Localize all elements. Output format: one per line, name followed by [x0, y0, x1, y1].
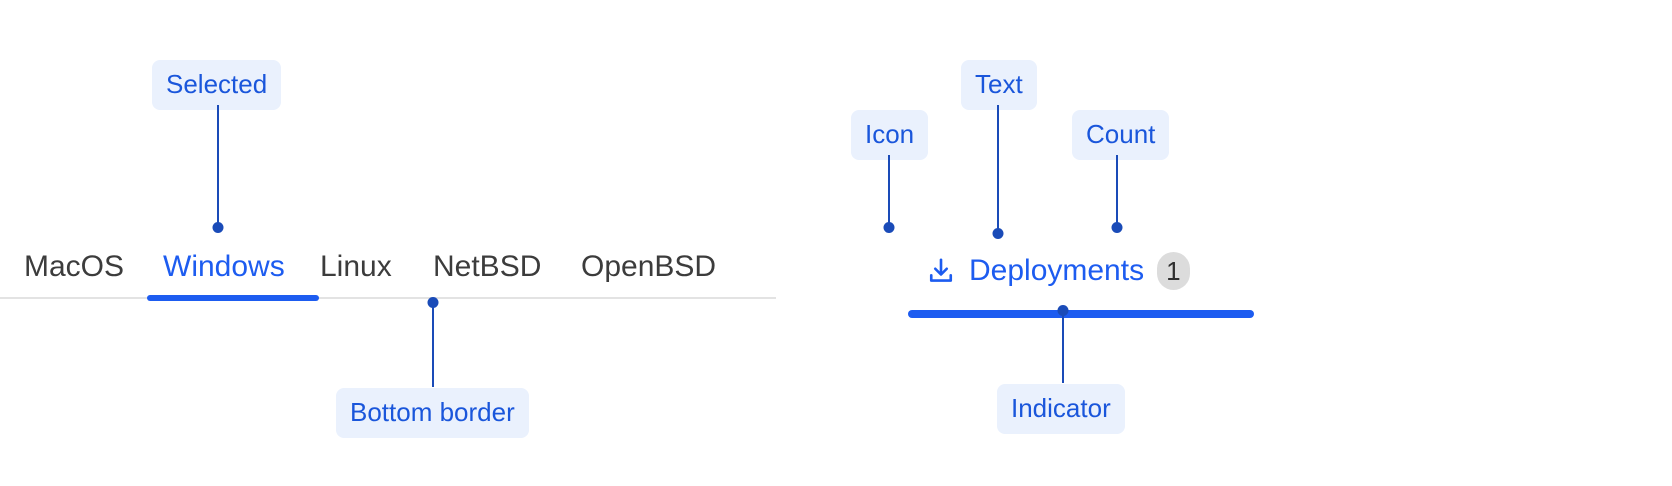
tab-deployments-label: Deployments	[969, 254, 1145, 287]
callout-selected: Selected	[152, 60, 282, 110]
connector-bottom-border	[432, 303, 434, 387]
sample-tab-example: Deployments 1	[908, 245, 1254, 325]
tab-macos[interactable]: MacOS	[24, 245, 124, 289]
callout-indicator-label: Indicator	[1011, 393, 1111, 423]
callout-text-label: Text	[975, 69, 1023, 99]
connector-icon	[888, 155, 890, 227]
callout-bottom-border: Bottom border	[336, 388, 529, 438]
connector-selected	[217, 105, 219, 227]
connector-indicator	[1062, 311, 1064, 383]
download-icon	[926, 256, 956, 286]
tabstrip-example: MacOS Windows Linux NetBSD OpenBSD	[0, 245, 776, 301]
tab-linux[interactable]: Linux	[320, 245, 392, 289]
callout-icon-label: Icon	[865, 119, 915, 149]
callout-icon: Icon	[851, 110, 929, 160]
callout-text: Text	[961, 60, 1037, 110]
tab-netbsd[interactable]: NetBSD	[433, 245, 541, 289]
callout-indicator: Indicator	[997, 384, 1125, 434]
connector-dot-count	[1111, 222, 1123, 233]
tab-deployments-count-badge: 1	[1157, 252, 1190, 290]
tabstrip-bottom-border	[0, 297, 776, 299]
connector-count	[1116, 155, 1118, 227]
tab-netbsd-label: NetBSD	[433, 250, 542, 283]
tab-macos-label: MacOS	[24, 250, 125, 283]
callout-count: Count	[1072, 110, 1170, 160]
tab-openbsd[interactable]: OpenBSD	[581, 245, 716, 289]
tab-deployments[interactable]: Deployments 1	[908, 245, 1190, 297]
connector-dot-bottom-border	[427, 297, 439, 308]
connector-dot-icon	[883, 222, 895, 233]
callout-selected-label: Selected	[166, 69, 268, 99]
callout-bottom-border-label: Bottom border	[350, 397, 515, 427]
tab-windows-selected-indicator	[147, 295, 319, 301]
tab-linux-label: Linux	[320, 250, 392, 283]
connector-dot-selected	[212, 222, 224, 233]
tab-deployments-indicator	[908, 310, 1254, 318]
tab-openbsd-label: OpenBSD	[581, 250, 717, 283]
tab-windows-label: Windows	[163, 250, 285, 283]
connector-text	[997, 105, 999, 232]
connector-dot-indicator	[1057, 305, 1069, 316]
callout-count-label: Count	[1086, 119, 1156, 149]
connector-dot-text	[992, 228, 1004, 239]
tab-windows[interactable]: Windows	[163, 245, 285, 289]
